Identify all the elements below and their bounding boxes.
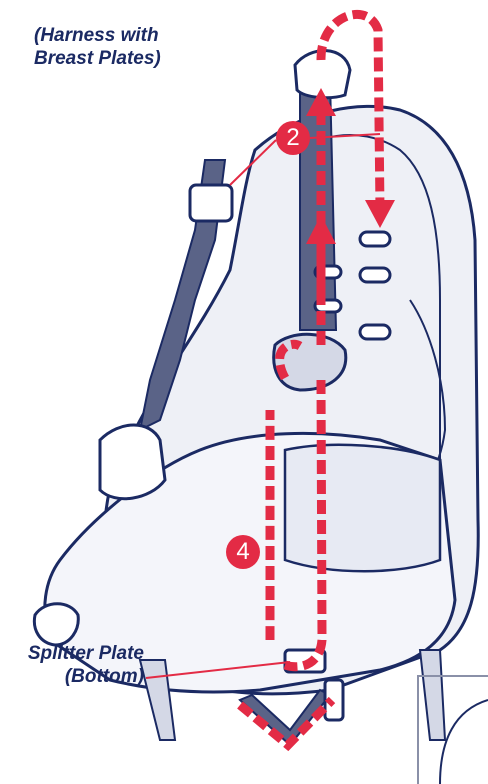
crotch-pad bbox=[285, 445, 440, 571]
inset-sketch bbox=[440, 700, 488, 784]
harness-slot bbox=[360, 232, 390, 246]
harness-slot bbox=[360, 268, 390, 282]
splitter-caption-line-1: Splitter Plate bbox=[4, 642, 144, 665]
left-strap-clip bbox=[190, 185, 232, 221]
harness-caption-line-1: (Harness with bbox=[34, 24, 161, 47]
splitter-caption-line-2: (Bottom) bbox=[4, 665, 144, 688]
step-callout-2: 2 bbox=[276, 121, 310, 155]
harness-slot bbox=[360, 325, 390, 339]
step-callout-4: 4 bbox=[226, 535, 260, 569]
chest-clip bbox=[274, 334, 346, 390]
front-leg bbox=[34, 604, 78, 645]
armrest bbox=[100, 425, 165, 499]
harness-caption: (Harness with Breast Plates) bbox=[34, 24, 161, 70]
harness-caption-line-2: Breast Plates) bbox=[34, 47, 161, 70]
splitter-plate-caption: Splitter Plate (Bottom) bbox=[4, 642, 144, 688]
